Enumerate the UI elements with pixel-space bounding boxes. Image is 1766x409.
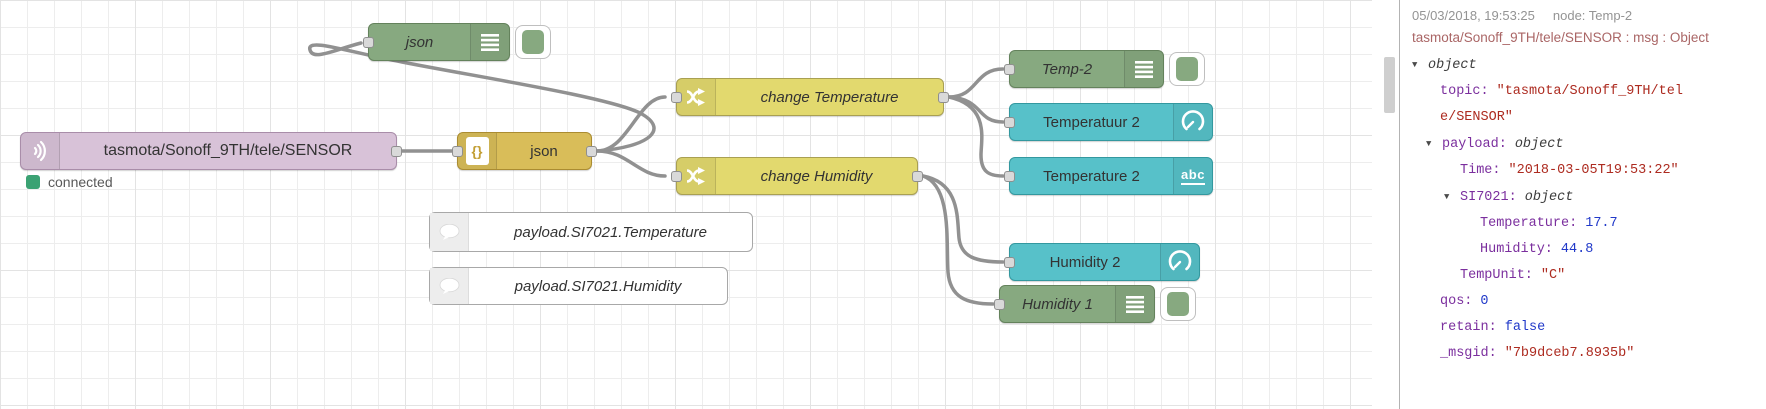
node-label: payload.SI7021.Temperature [514, 223, 707, 241]
wifi-icon [21, 133, 60, 169]
wire[interactable] [595, 95, 667, 153]
gauge-icon [1173, 104, 1212, 140]
output-port[interactable] [586, 146, 597, 157]
wire-layer [308, 41, 1005, 306]
comment-bubble-icon [430, 213, 469, 251]
node-ui-text-temperature-2[interactable]: Temperature 2 abc [1004, 157, 1213, 195]
debug-toggle-fill [522, 30, 544, 54]
tree-row-retain: retain:false [1440, 320, 1546, 335]
debug-object-tree: ▼object topic:"tasmota/Sonoff_9TH/tele/S… [1412, 52, 1758, 367]
debug-topic-line: tasmota/Sonoff_9TH/tele/SENSOR : msg : O… [1412, 30, 1709, 45]
comment-bubble-icon [430, 268, 469, 304]
node-debug-json[interactable]: json [363, 23, 551, 61]
braces-glyph: {} [465, 137, 489, 165]
node-comment-temperature[interactable]: payload.SI7021.Temperature [429, 212, 753, 252]
input-port[interactable] [1004, 257, 1015, 268]
input-port[interactable] [452, 146, 463, 157]
debug-sidebar: 05/03/2018, 19:53:25 node: Temp-2 tasmot… [1399, 0, 1766, 409]
gauge-icon [1160, 244, 1199, 280]
input-port[interactable] [1004, 64, 1015, 75]
node-ui-gauge-temperatuur-2[interactable]: Temperatuur 2 [1004, 103, 1213, 141]
debug-message-meta: 05/03/2018, 19:53:25 node: Temp-2 [1412, 8, 1758, 23]
node-label: Humidity 1 [1022, 295, 1093, 313]
tree-row-payload: ▼payload:object [1412, 131, 1758, 158]
node-debug-humidity-1[interactable]: Humidity 1 [994, 285, 1196, 323]
tree-row-msgid: _msgid:"7b9dceb7.8935b" [1440, 346, 1635, 361]
node-debug-temp-2[interactable]: Temp-2 [1004, 50, 1205, 88]
abc-icon: abc [1173, 158, 1212, 194]
node-json-parser[interactable]: {} json [452, 132, 597, 170]
tree-row-qos: qos:0 [1440, 294, 1489, 309]
input-port[interactable] [994, 299, 1005, 310]
node-label: Temperatuur 2 [1043, 113, 1140, 131]
tree-row-si7021: ▼SI7021:object [1412, 184, 1758, 211]
node-label: json [405, 33, 434, 51]
node-change-temperature[interactable]: change Temperature [671, 78, 949, 116]
input-port[interactable] [1004, 117, 1015, 128]
node-mqtt-in[interactable]: tasmota/Sonoff_9TH/tele/SENSOR [20, 132, 402, 170]
node-ui-gauge-humidity-2[interactable]: Humidity 2 [1004, 243, 1200, 281]
tree-row-humidity: Humidity:44.8 [1480, 242, 1594, 257]
status-dot-icon [26, 175, 40, 189]
output-port[interactable] [912, 171, 923, 182]
input-port[interactable] [671, 171, 682, 182]
debug-toggle-button[interactable] [515, 25, 551, 59]
debug-toggle-button[interactable] [1160, 287, 1196, 321]
collapse-caret[interactable]: ▼ [1426, 139, 1432, 149]
node-change-humidity[interactable]: change Humidity [671, 157, 923, 195]
flow-canvas[interactable]: tasmota/Sonoff_9TH/tele/SENSOR connected… [0, 0, 1372, 409]
canvas-vertical-scrollbar[interactable] [1372, 0, 1399, 409]
tree-row-tempunit: TempUnit:"C" [1460, 268, 1566, 283]
wire[interactable] [947, 67, 1005, 99]
mqtt-status: connected [26, 174, 113, 190]
tree-row-root: ▼object [1412, 52, 1758, 79]
wire[interactable] [308, 41, 656, 153]
node-label: Temperature 2 [1043, 167, 1140, 185]
node-label: change Temperature [760, 88, 899, 106]
list-icon [1124, 51, 1163, 87]
debug-toggle-fill [1167, 292, 1189, 316]
abc-glyph: abc [1181, 167, 1205, 185]
tree-row-temperature: Temperature:17.7 [1480, 216, 1618, 231]
list-icon [470, 24, 509, 60]
collapse-caret[interactable]: ▼ [1444, 192, 1450, 202]
debug-timestamp: 05/03/2018, 19:53:25 [1412, 8, 1535, 23]
input-port[interactable] [671, 92, 682, 103]
node-label: payload.SI7021.Humidity [514, 277, 682, 295]
debug-toggle-button[interactable] [1169, 52, 1205, 86]
wire[interactable] [595, 149, 667, 178]
tree-row-topic: topic:"tasmota/Sonoff_9TH/tele/SENSOR" [1440, 84, 1683, 125]
debug-toggle-fill [1176, 57, 1198, 81]
tree-row-time: Time:"2018-03-05T19:53:22" [1460, 163, 1679, 178]
node-label: Humidity 2 [1049, 253, 1121, 271]
node-comment-humidity[interactable]: payload.SI7021.Humidity [429, 267, 728, 305]
input-port[interactable] [363, 37, 374, 48]
output-port[interactable] [391, 146, 402, 157]
list-icon [1115, 286, 1154, 322]
input-port[interactable] [1004, 171, 1015, 182]
node-label: json [530, 142, 558, 160]
output-port[interactable] [938, 92, 949, 103]
collapse-caret[interactable]: ▼ [1412, 60, 1418, 70]
wire[interactable] [921, 174, 1005, 264]
scrollbar-thumb[interactable] [1384, 57, 1395, 113]
node-label: Temp-2 [1041, 60, 1093, 78]
json-file-icon: {} [458, 133, 497, 169]
status-text: connected [48, 174, 113, 190]
node-label: change Humidity [760, 167, 873, 185]
node-label: tasmota/Sonoff_9TH/tele/SENSOR [103, 142, 353, 159]
wire[interactable] [947, 95, 1005, 178]
wire[interactable] [921, 174, 995, 306]
shuffle-icon [677, 158, 716, 194]
debug-source-node: node: Temp-2 [1552, 8, 1633, 23]
shuffle-icon [677, 79, 716, 115]
